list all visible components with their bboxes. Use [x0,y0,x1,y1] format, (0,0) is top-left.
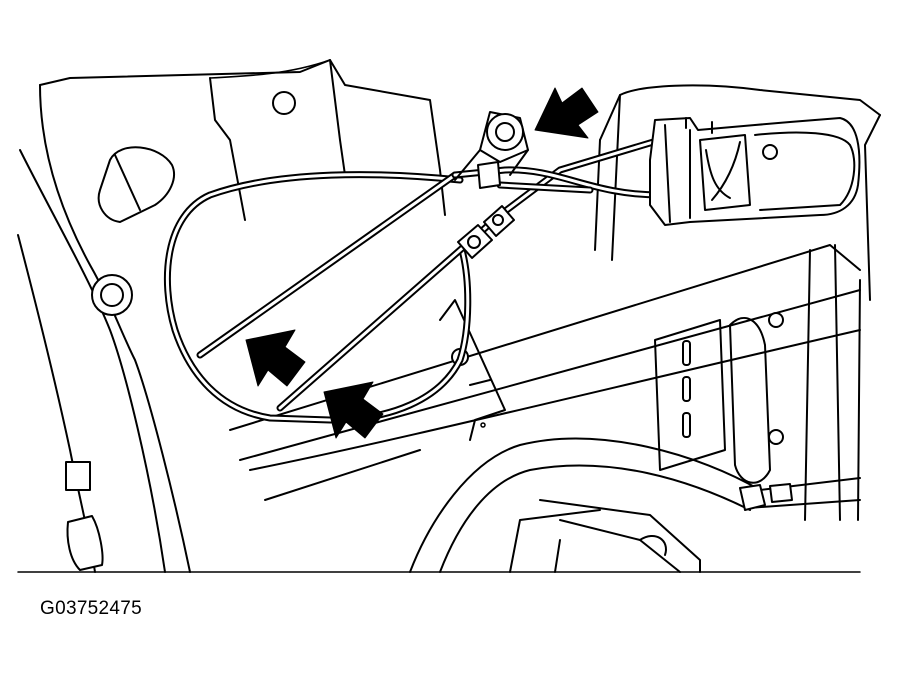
bellcrank-pivot [454,111,529,189]
inside-handle-assembly [649,117,861,226]
arrow-upper [534,87,599,139]
mounting-holes [65,91,784,571]
figure-code: G03752475 [40,598,143,619]
lock-knob [97,146,175,223]
arrow-left [245,329,306,387]
rod-clips [457,205,515,259]
wire-loop-rod [163,171,472,424]
callout-arrows [245,87,599,439]
arrow-lower [323,381,384,439]
door-inner-panel [17,59,881,573]
